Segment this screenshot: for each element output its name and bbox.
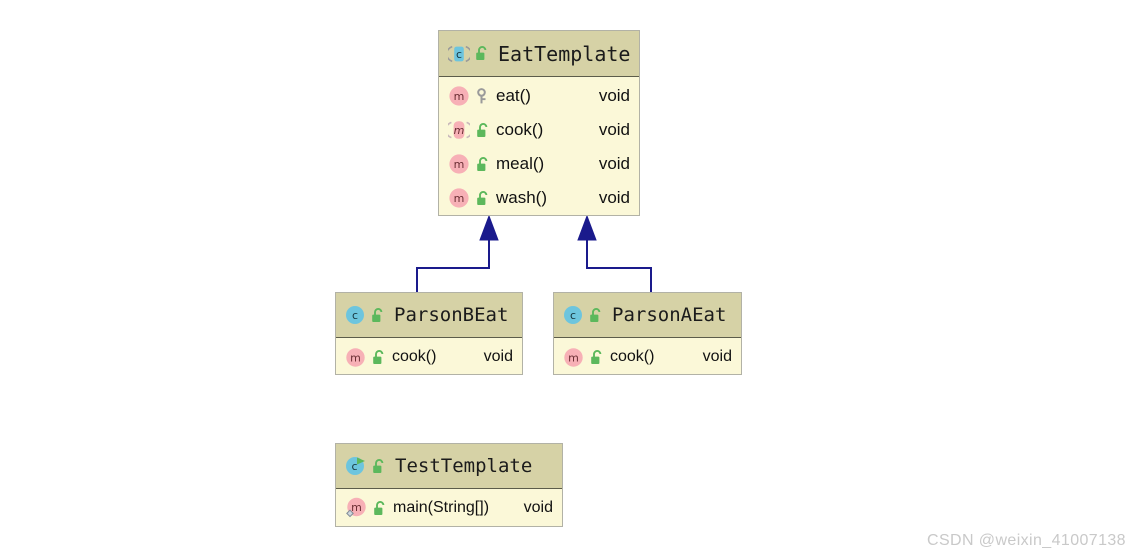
member-type-main: void — [523, 499, 553, 516]
member-row-main[interactable]: m main(String[]) void — [336, 491, 562, 525]
method-icon: m — [448, 187, 470, 209]
static-method-icon: m — [345, 497, 367, 519]
member-row-eat[interactable]: m eat() void — [439, 79, 639, 113]
member-type-meal: void — [598, 154, 630, 173]
member-name-eat: eat() — [496, 86, 531, 105]
generalization-parsonaeat-to-eattemplate — [577, 214, 652, 292]
member-row-cook[interactable]: m cook() void — [439, 113, 639, 147]
member-name-cook: cook() — [610, 348, 655, 365]
public-unlock-icon — [588, 307, 603, 324]
class-box-testtemplate[interactable]: c TestTemplate m — [335, 443, 563, 527]
class-box-parsonbeat[interactable]: c ParsonBEat m — [335, 292, 523, 375]
class-icon: c — [563, 305, 583, 325]
class-header-eattemplate[interactable]: c EatTemplate — [439, 31, 639, 77]
class-header-parsonaeat[interactable]: c ParsonAEat — [554, 293, 741, 338]
svg-text:m: m — [454, 192, 465, 205]
member-type-cook: void — [483, 348, 513, 365]
class-members-parsonbeat: m cook() void — [336, 338, 522, 377]
public-unlock-icon — [475, 190, 490, 207]
member-name-cook: cook() — [392, 348, 437, 365]
method-icon: m — [448, 85, 470, 107]
svg-text:m: m — [454, 124, 465, 137]
public-unlock-icon — [371, 349, 386, 366]
member-row-wash[interactable]: m wash() void — [439, 181, 639, 215]
public-unlock-icon — [589, 349, 604, 366]
svg-text:m: m — [568, 351, 579, 364]
class-box-parsonaeat[interactable]: c ParsonAEat m — [553, 292, 742, 375]
member-name-main: main(String[]) — [393, 499, 490, 516]
class-name-testtemplate: TestTemplate — [395, 455, 533, 477]
member-type-cook: void — [598, 120, 630, 139]
method-icon: m — [563, 347, 584, 368]
runnable-class-icon: c — [345, 456, 366, 476]
svg-text:m: m — [351, 501, 362, 514]
private-key-icon — [475, 87, 488, 105]
member-type-wash: void — [598, 188, 630, 207]
svg-text:m: m — [454, 90, 465, 103]
class-name-parsonaeat: ParsonAEat — [612, 304, 727, 326]
public-unlock-icon — [371, 458, 386, 475]
member-type-cook: void — [702, 348, 732, 365]
class-members-parsonaeat: m cook() void — [554, 338, 741, 377]
svg-text:m: m — [350, 351, 361, 364]
class-members-eattemplate: m eat() void — [439, 77, 639, 218]
class-header-parsonbeat[interactable]: c ParsonBEat — [336, 293, 522, 338]
member-row-cook[interactable]: m cook() void — [336, 340, 522, 374]
public-unlock-icon — [475, 156, 490, 173]
method-icon: m — [448, 153, 470, 175]
class-name-parsonbeat: ParsonBEat — [394, 304, 509, 326]
class-header-testtemplate[interactable]: c TestTemplate — [336, 444, 562, 489]
watermark-text: CSDN @weixin_41007138 — [927, 532, 1126, 549]
public-unlock-icon — [475, 122, 490, 139]
svg-text:c: c — [351, 460, 357, 473]
class-name-eattemplate: EatTemplate — [498, 41, 631, 66]
generalization-parsonbeat-to-eattemplate — [416, 214, 499, 292]
member-row-meal[interactable]: m meal() void — [439, 147, 639, 181]
member-row-cook[interactable]: m cook() void — [554, 340, 741, 374]
svg-text:c: c — [570, 309, 576, 322]
member-name-wash: wash() — [496, 188, 548, 207]
public-unlock-icon — [474, 45, 489, 62]
svg-text:c: c — [456, 48, 462, 61]
member-name-cook: cook() — [496, 120, 544, 139]
public-unlock-icon — [370, 307, 385, 324]
abstract-class-icon: c — [448, 43, 470, 65]
class-box-eattemplate[interactable]: c EatTemplate m — [438, 30, 640, 216]
member-type-eat: void — [598, 86, 630, 105]
svg-text:c: c — [352, 309, 358, 322]
public-unlock-icon — [372, 500, 387, 517]
svg-text:m: m — [454, 158, 465, 171]
class-members-testtemplate: m main(String[]) void — [336, 489, 562, 528]
abstract-method-icon: m — [448, 119, 470, 141]
class-icon: c — [345, 305, 365, 325]
member-name-meal: meal() — [496, 154, 545, 173]
method-icon: m — [345, 347, 366, 368]
